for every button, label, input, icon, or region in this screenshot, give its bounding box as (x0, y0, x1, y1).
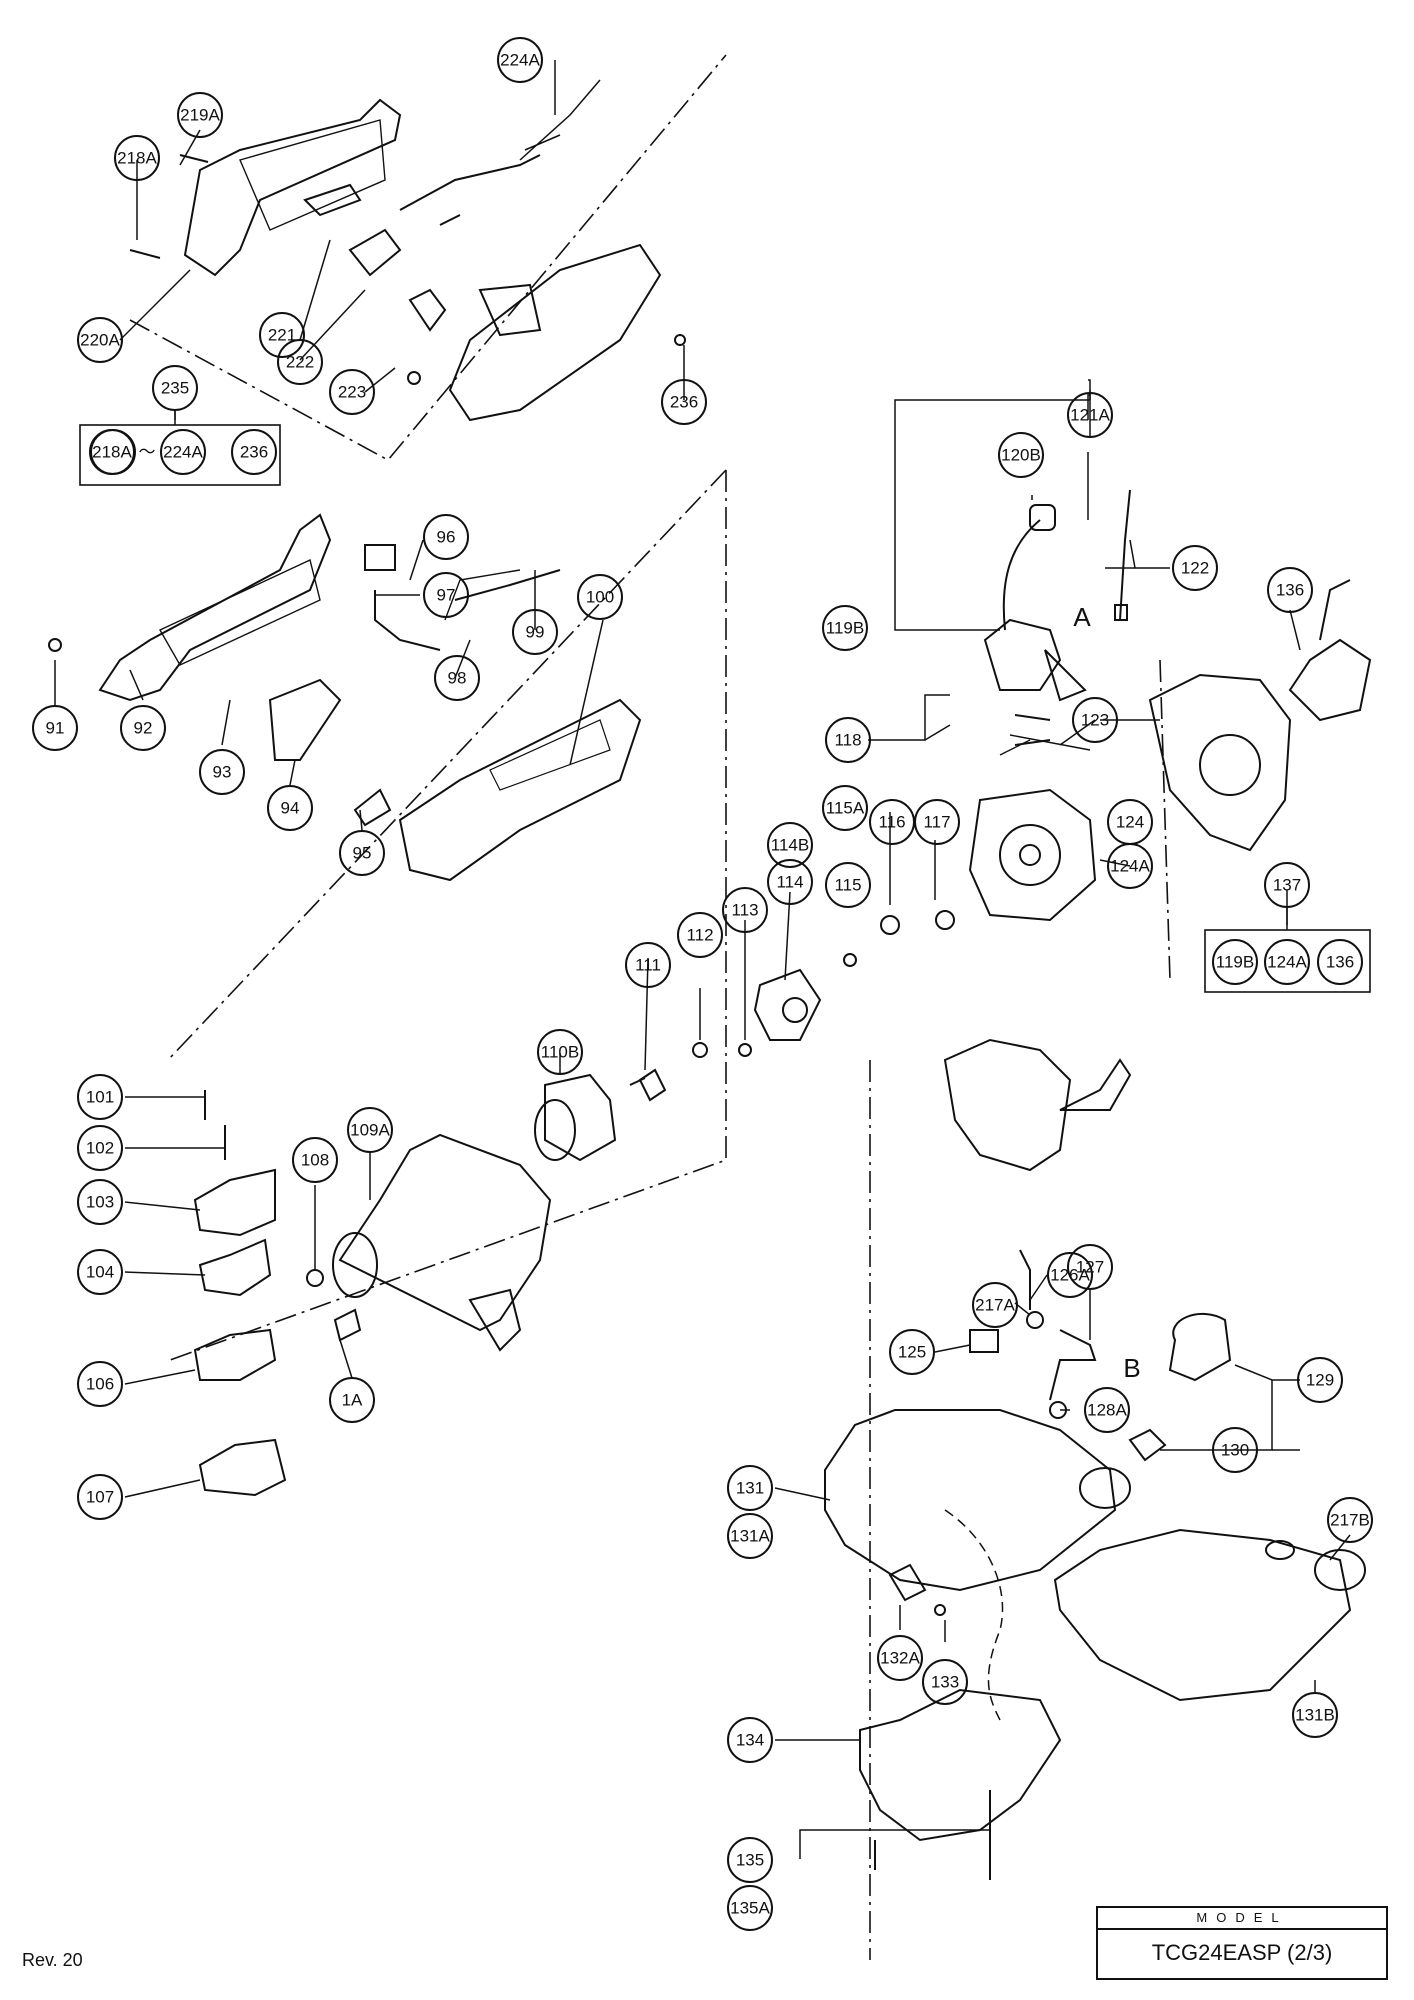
model-header-label: MODEL (1098, 1908, 1386, 1930)
fuel-tank-starter-drawing (824, 1038, 1366, 1880)
callout-121A: 121A (1070, 406, 1110, 425)
callout-236: 236 (670, 393, 698, 412)
callout-95: 95 (353, 844, 372, 863)
callout-137: 137 (1273, 876, 1301, 895)
callout-218A: 218A (117, 149, 157, 168)
top-handle-assembly-drawing (129, 79, 686, 422)
callout-221: 221 (268, 326, 296, 345)
callout-222: 222 (286, 353, 314, 372)
revision-label: Rev. 20 (22, 1950, 83, 1970)
callout-114B: 114B (771, 836, 809, 855)
callout-circles (32, 37, 1373, 1931)
callout-107: 107 (86, 1488, 114, 1507)
callout-109A: 109A (350, 1121, 390, 1140)
callout-124A: 124A (1110, 857, 1150, 876)
set-235-box (79, 424, 281, 486)
switch-handle-assembly-drawing (48, 513, 642, 882)
callout-94: 94 (281, 799, 300, 818)
callout-134: 134 (736, 1731, 764, 1750)
callout-110B: 110B (541, 1043, 579, 1062)
callout-115: 115 (834, 876, 861, 895)
callout-132A: 132A (880, 1649, 920, 1668)
callout-128A: 128A (1087, 1401, 1127, 1420)
callout-131B: 131B (1295, 1706, 1335, 1725)
callout-136: 136 (1276, 581, 1304, 600)
callout-103: 103 (86, 1193, 114, 1212)
leader-lines (54, 60, 1351, 1859)
set-137-item-124A: 124A (1267, 953, 1307, 972)
callout-labels: 224A 219A 218A 220A 221 222 223 236 235 … (46, 51, 1370, 1918)
clutch-flywheel-drawing (629, 788, 1097, 1102)
callout-116: 116 (878, 813, 905, 832)
callout-93: 93 (213, 763, 232, 782)
callout-115A: 115A (826, 799, 865, 818)
callout-123: 123 (1081, 711, 1109, 730)
callout-131: 131 (736, 1479, 764, 1498)
callout-223: 223 (338, 383, 366, 402)
set-235-item-218A: 218A (92, 443, 132, 462)
callout-125: 125 (898, 1343, 926, 1362)
callout-92: 92 (134, 719, 153, 738)
callout-135A: 135A (730, 1899, 770, 1918)
ignition-crankcase-drawing (983, 489, 1372, 852)
callout-224A: 224A (500, 51, 540, 70)
model-name: TCG24EASP (2/3) (1151, 1940, 1333, 1965)
callout-98: 98 (448, 669, 467, 688)
callout-91: 91 (46, 719, 65, 738)
callout-111: 111 (635, 956, 661, 975)
callout-114: 114 (776, 873, 803, 892)
callout-220A: 220A (80, 331, 120, 350)
callout-112: 112 (686, 926, 713, 945)
callout-97: 97 (437, 586, 456, 605)
callout-219A: 219A (180, 106, 220, 125)
callout-217B: 217B (1330, 1511, 1370, 1530)
callout-129: 129 (1306, 1371, 1334, 1390)
model-title-block: MODEL TCG24EASP (2/3) (1096, 1906, 1388, 1980)
callout-120B: 120B (1001, 446, 1041, 465)
callout-96: 96 (437, 528, 456, 547)
set-137-item-136: 136 (1326, 953, 1354, 972)
set-235-range-sep: ～ (139, 443, 156, 462)
callout-130: 130 (1221, 1441, 1249, 1460)
callout-99: 99 (526, 623, 545, 642)
callout-217A: 217A (975, 1296, 1015, 1315)
callout-127: 127 (1076, 1258, 1104, 1277)
callout-100: 100 (586, 588, 614, 607)
assembly-frames (129, 54, 1171, 1960)
callout-102: 102 (86, 1139, 114, 1158)
callout-108: 108 (301, 1151, 329, 1170)
callout-124: 124 (1116, 813, 1144, 832)
callout-133: 133 (931, 1673, 959, 1692)
callout-135: 135 (736, 1851, 764, 1870)
set-137-item-119B: 119B (1216, 953, 1254, 972)
callout-104: 104 (86, 1263, 114, 1282)
callout-122: 122 (1181, 559, 1209, 578)
callout-118: 118 (834, 731, 861, 750)
set-235-item-236: 236 (240, 443, 268, 462)
callout-113: 113 (731, 901, 758, 920)
set-235-item-224A: 224A (163, 443, 203, 462)
callout-117: 117 (923, 813, 950, 832)
callout-131A: 131A (730, 1527, 770, 1546)
section-letter-A: A (1073, 602, 1091, 632)
callout-1A: 1A (342, 1391, 363, 1410)
gear-case-drawing (193, 1073, 617, 1497)
callout-235: 235 (161, 379, 189, 398)
callout-106: 106 (86, 1375, 114, 1394)
section-letter-B: B (1123, 1353, 1140, 1383)
callout-101: 101 (86, 1088, 114, 1107)
callout-119B: 119B (826, 619, 864, 638)
callout-126A: 126A (1050, 1266, 1090, 1285)
